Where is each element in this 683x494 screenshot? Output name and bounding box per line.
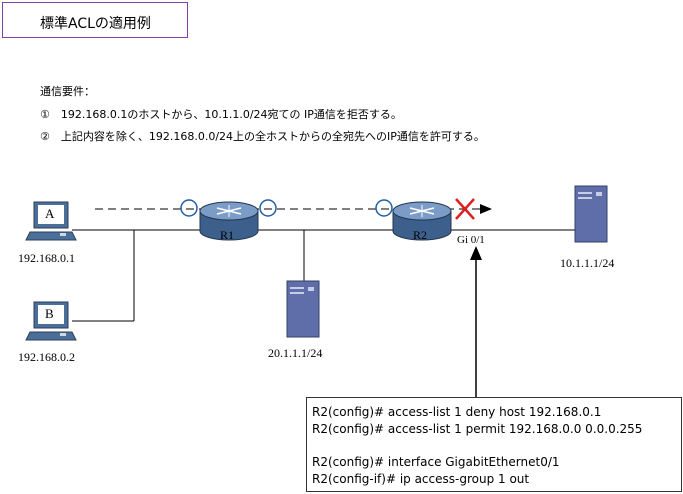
config-line-4: R2(config)# interface GigabitEthernet0/1 [312,455,560,469]
config-pointer-arrowhead [470,246,482,260]
r1-left-interface-circle [180,199,198,217]
config-line-5: R2(config-if)# ip access-group 1 out [312,472,530,486]
server-right [574,185,608,243]
server-mid [286,280,320,338]
router-r1 [199,201,259,241]
pc-a-label: A [45,206,55,221]
r1-right-interface-circle [259,199,277,217]
pc-b [25,301,77,341]
config-line-1: R2(config)# access-list 1 deny host 192.… [312,405,602,419]
title-box: 標準ACLの適用例 [2,2,188,38]
r2-interface-label: Gi 0/1 [457,234,485,246]
pc-b-ip: 192.168.0.2 [18,350,75,364]
traffic-arrowhead [480,204,492,214]
router-r2 [392,201,452,241]
pc-b-label: B [45,306,54,321]
config-box: R2(config)# access-list 1 deny host 192.… [306,397,682,492]
r2-left-interface-circle [375,199,393,217]
deny-cross-icon [455,198,475,220]
requirement-2: ② 上記内容を除く、192.168.0.0/24上の全ホストからの全宛先へのIP… [40,130,485,143]
router-r2-label: R2 [413,228,428,242]
page-title: 標準ACLの適用例 [40,16,151,32]
server-right-ip: 10.1.1.1/24 [560,256,615,270]
config-line-2: R2(config)# access-list 1 permit 192.168… [312,422,643,436]
router-r1-label: R1 [220,228,235,242]
requirements-heading: 通信要件： [40,85,95,98]
pc-a [25,201,77,241]
requirement-1: ① 192.168.0.1のホストから、10.1.1.0/24宛ての IP通信を… [40,108,402,121]
server-mid-ip: 20.1.1.1/24 [268,346,323,360]
pc-a-ip: 192.168.0.1 [18,251,75,265]
